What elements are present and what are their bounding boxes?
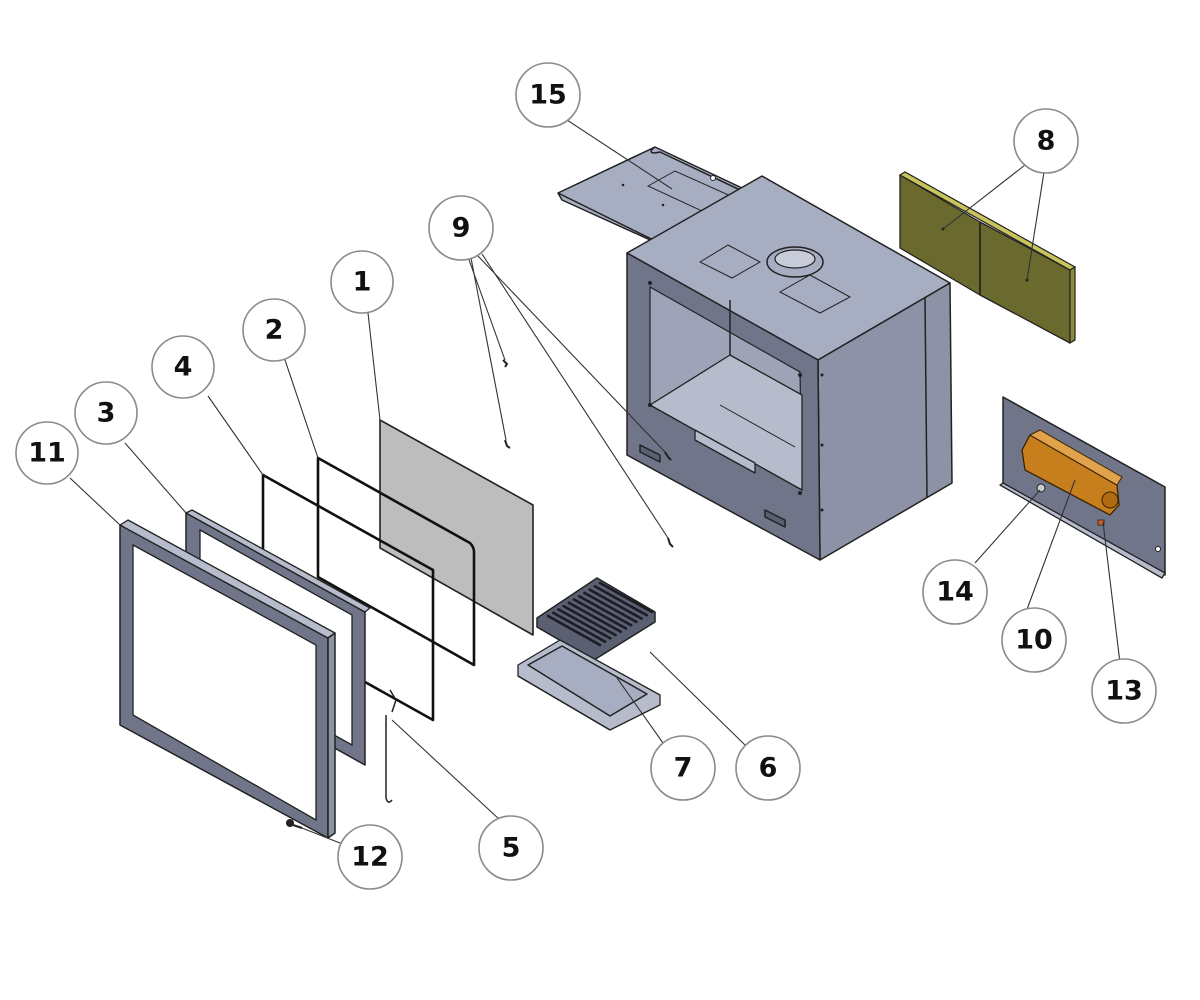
svg-text:8: 8 bbox=[1037, 126, 1056, 157]
leader-2 bbox=[284, 359, 319, 459]
svg-text:1: 1 bbox=[353, 267, 372, 298]
svg-text:4: 4 bbox=[174, 352, 193, 383]
callout-3: 3 bbox=[74, 381, 138, 445]
grate-slot bbox=[557, 608, 612, 640]
svg-text:13: 13 bbox=[1105, 676, 1143, 707]
firebox-body bbox=[626, 175, 953, 561]
leader-9c bbox=[477, 255, 666, 453]
door-screw bbox=[286, 819, 303, 829]
leader-13 bbox=[1102, 521, 1121, 664]
svg-text:11: 11 bbox=[28, 438, 66, 469]
leader-4 bbox=[207, 395, 264, 476]
grate bbox=[536, 577, 656, 661]
grate-slot bbox=[588, 588, 643, 620]
callout-15: 15 bbox=[515, 62, 581, 128]
grate-slot bbox=[593, 584, 649, 617]
outer-door-frame bbox=[119, 519, 336, 839]
svg-text:3: 3 bbox=[97, 398, 116, 429]
callout-4: 4 bbox=[151, 335, 215, 399]
callouts: 15 8 9 1 2 4 3 11 14 10 13 7 6 5 12 bbox=[15, 62, 1157, 890]
svg-text:12: 12 bbox=[351, 842, 389, 873]
leader-12 bbox=[301, 827, 346, 846]
callout-13: 13 bbox=[1091, 658, 1157, 724]
callout-10: 10 bbox=[1001, 607, 1067, 673]
vermiculite-panels bbox=[898, 171, 1077, 345]
svg-text:9: 9 bbox=[452, 213, 471, 244]
callout-14: 14 bbox=[922, 559, 988, 625]
svg-text:10: 10 bbox=[1015, 625, 1053, 656]
svg-text:5: 5 bbox=[502, 833, 521, 864]
grate-slot bbox=[546, 614, 602, 647]
fasteners bbox=[502, 359, 674, 548]
callout-6: 6 bbox=[735, 735, 801, 801]
thermostat-switch bbox=[1097, 519, 1105, 526]
leader-8b bbox=[1026, 171, 1045, 281]
grate-slot bbox=[551, 611, 607, 644]
leader-6 bbox=[649, 651, 746, 746]
grate-slot bbox=[562, 604, 617, 637]
callout-5: 5 bbox=[478, 815, 544, 881]
leader-1 bbox=[367, 312, 381, 421]
leader-8a bbox=[942, 164, 1026, 230]
blower-assembly bbox=[999, 396, 1166, 579]
svg-text:6: 6 bbox=[759, 753, 778, 784]
grate-slot bbox=[598, 581, 654, 614]
glass-gasket bbox=[316, 456, 476, 667]
grate-slot bbox=[577, 594, 633, 627]
leader-15 bbox=[566, 119, 673, 190]
leader-3 bbox=[124, 442, 187, 514]
callout-12: 12 bbox=[337, 824, 403, 890]
svg-text:2: 2 bbox=[265, 315, 284, 346]
leader-9b bbox=[470, 257, 507, 441]
callout-8: 8 bbox=[1013, 108, 1079, 174]
leader-10 bbox=[1025, 479, 1076, 613]
leader-9d bbox=[481, 253, 669, 539]
callout-9: 9 bbox=[428, 195, 494, 261]
blower-fan bbox=[1021, 429, 1123, 516]
callout-2: 2 bbox=[242, 298, 306, 362]
svg-text:15: 15 bbox=[529, 80, 567, 111]
callout-7: 7 bbox=[650, 735, 716, 801]
control-knob bbox=[1036, 483, 1046, 493]
leader-14 bbox=[974, 489, 1041, 564]
grate-slot bbox=[567, 601, 623, 634]
leader-lines bbox=[69, 119, 1121, 846]
callout-1: 1 bbox=[330, 250, 394, 314]
svg-text:7: 7 bbox=[674, 753, 693, 784]
leader-11 bbox=[69, 477, 121, 526]
grate-slot bbox=[583, 591, 638, 624]
callout-11: 11 bbox=[15, 421, 79, 485]
leader-5 bbox=[391, 719, 501, 821]
svg-text:14: 14 bbox=[936, 577, 974, 608]
grate-slot bbox=[572, 598, 628, 630]
door-handle bbox=[385, 689, 397, 803]
ash-tray bbox=[517, 639, 661, 731]
glass-panel bbox=[379, 419, 534, 636]
leader-7 bbox=[616, 677, 664, 744]
